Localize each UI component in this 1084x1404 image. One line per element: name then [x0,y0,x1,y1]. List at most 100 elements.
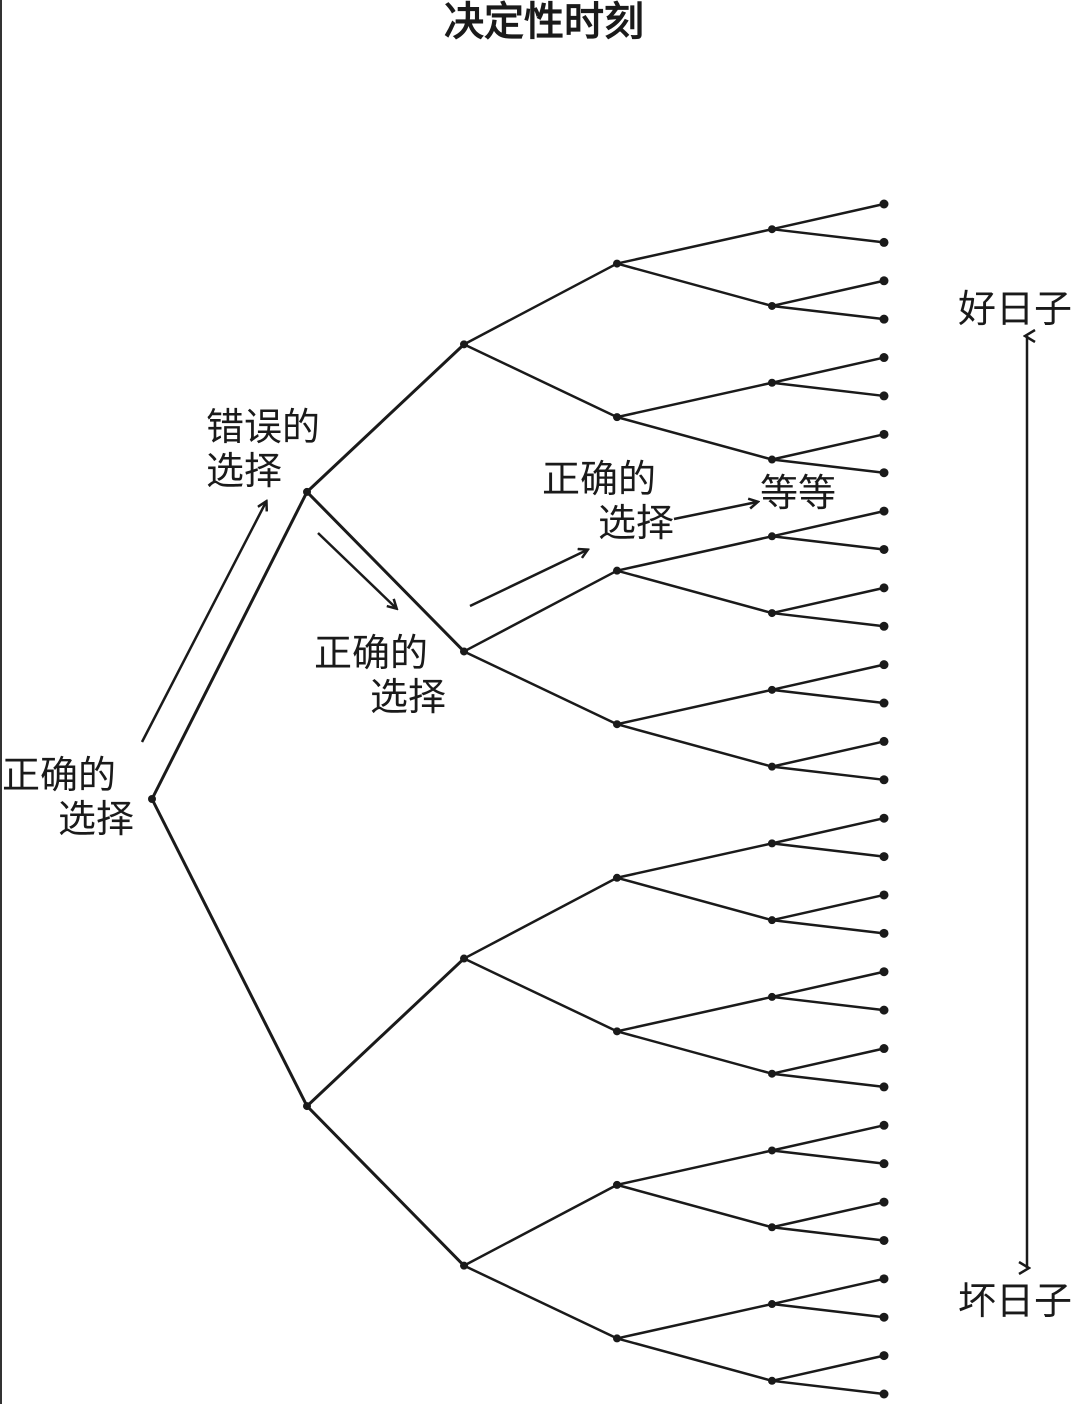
tree-branch-01011 [771,611,885,628]
tree-branch-01111 [771,765,885,782]
tree-decision-node [613,873,621,882]
tree-leaf-node [879,1044,889,1054]
tree-branch-0110 [616,688,773,726]
tree-branch-1000 [616,842,773,879]
tree-branch-1100 [616,1149,773,1187]
tree-decision-node [460,954,468,963]
tree-leaf-node [879,852,889,862]
tree-branch-100 [463,876,618,960]
wrong-choice-label: 错误的 选择 [206,408,338,490]
right-choice-1-line1: 正确的 [314,631,429,675]
tree-branch-00110 [771,433,885,461]
tree-decision-node [613,413,621,422]
tree-branch-10011 [771,918,885,935]
tree-leaf-node [879,698,889,708]
tree-branch-11100 [771,1277,885,1306]
tree-decision-node [768,839,776,848]
tree-branch-00010 [771,279,885,308]
tree-leaf-node [879,544,889,554]
tree-leaf-node [879,506,889,516]
tree-decision-node [613,259,621,268]
tree-branch-011 [463,650,618,726]
tree-branch-01110 [771,740,885,768]
tree-leaf-node [879,391,889,401]
tree-branch-00101 [771,381,885,398]
tree-branch-00001 [771,227,885,244]
tree-branch-000 [463,262,618,346]
tree-leaf-node [879,1235,889,1245]
etc-label: 等等 [760,471,837,515]
good-days-label: 好日子 [958,287,1073,331]
tree-branch-11101 [771,1302,885,1319]
tree-leaf-node [879,314,889,324]
tree-leaf-node [879,621,889,631]
tree-decision-node [768,1376,776,1385]
tree-decision-node [768,532,776,541]
tree-branch-001 [463,343,618,419]
tree-branch-10010 [771,893,885,922]
tree-decision-node [613,1180,621,1189]
tree-branch-0011 [616,415,773,461]
tree-decision-node [460,647,468,656]
tree-leaf-node [879,967,889,977]
arrow-to-right-choice [317,532,396,608]
tree-decision-node [768,609,776,618]
tree-branch-11110 [771,1354,885,1383]
tree-leaf-node [879,1389,889,1399]
tree-branch-0000 [616,227,773,265]
right-choice-1-line2: 选择 [369,675,446,719]
tree-decision-node [768,301,776,310]
tree-branch-10110 [771,1047,885,1075]
tree-leaf-node [879,736,889,746]
right-choice-label-1: 正确的 选择 [314,634,446,716]
tree-decision-node [768,992,776,1001]
arrow-right-choice-up [469,550,587,608]
tree-decision-node [768,1069,776,1078]
tree-decision-node [768,1146,776,1155]
tree-branch-111 [463,1264,618,1340]
tree-branch-1101 [616,1183,773,1229]
tree-decision-node [768,762,776,771]
tree-leaf-node [879,429,889,439]
tree-leaf-node [879,353,889,363]
tree-leaf-node [879,813,889,823]
tree-branch-01 [305,490,466,653]
tree-decision-node [768,1300,776,1309]
tree-leaf-node [879,1120,889,1130]
tree-branch-00100 [771,356,885,384]
tree-branch-10100 [771,970,885,999]
tree-decision-node [460,340,468,349]
wrong-choice-line2: 选择 [206,449,283,493]
tree-decision-node [768,1223,776,1232]
tree-branch-10001 [771,842,885,858]
tree-leaf-node [879,1312,889,1322]
tree-leaf-node [879,660,889,670]
right-choice-2-line2: 选择 [597,501,674,545]
root-choice-line2: 选择 [57,797,134,841]
tree-branch-01001 [771,535,885,551]
tree-branch-01000 [771,509,885,538]
tree-leaf-node [879,1159,889,1169]
tree-decision-node [303,1102,311,1111]
right-choice-label-2: 正确的 选择 [542,460,674,542]
tree-branch-01010 [771,586,885,615]
tree-branch-11111 [771,1379,885,1396]
tree-decision-node [768,685,776,694]
tree-branch-110 [463,1183,618,1267]
tree-branch-0001 [616,262,773,308]
tree-leaf-node [879,468,889,478]
tree-branch-11001 [771,1149,885,1165]
tree-leaf-node [879,928,889,938]
tree-leaf-node [879,1197,889,1207]
tree-decision-node [460,1261,468,1270]
tree-branch-01101 [771,688,885,705]
wrong-choice-line1: 错误的 [206,405,321,449]
tree-branch-11011 [771,1226,885,1242]
tree-branch-00000 [771,202,885,231]
tree-branch-1011 [616,1030,773,1075]
tree-leaf-node [879,276,889,286]
tree-branch-1 [150,798,309,1107]
tree-branch-10 [305,957,466,1108]
tree-decision-node [613,720,621,729]
